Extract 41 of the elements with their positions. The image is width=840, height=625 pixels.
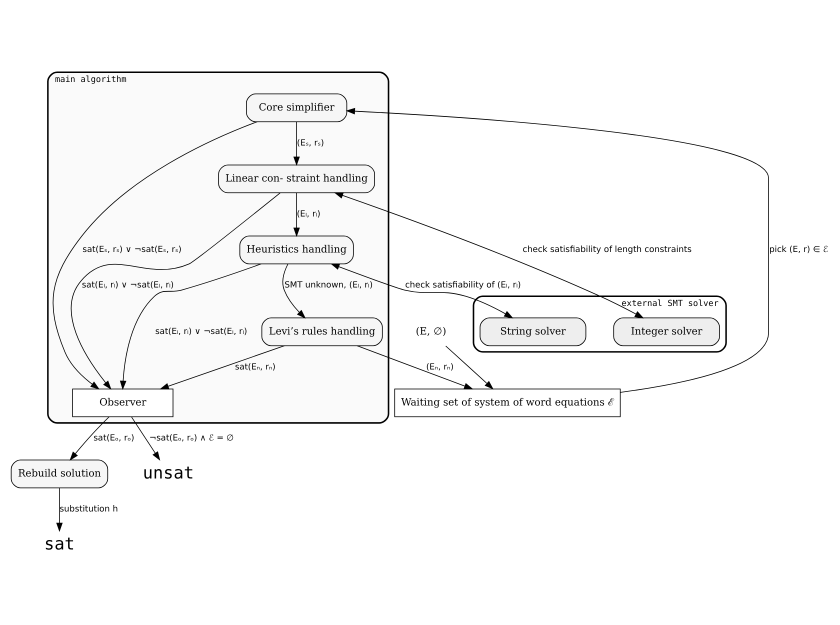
edge-label: sat(Eₗ, rₗ) ∨ ¬sat(Eₗ, rₗ): [82, 280, 174, 291]
edge-label: pick (E, r) ∈ ℰ: [769, 245, 828, 256]
arrow: [293, 122, 300, 166]
edge-label: ¬sat(Eₒ, rₒ) ∧ ℰ = ∅: [149, 434, 234, 444]
node-text: sat: [44, 534, 75, 554]
arrow: [56, 488, 63, 532]
arrow: [70, 192, 280, 390]
edge-label: sat(Eₛ, rₛ) ∨ ¬sat(Eₛ, rₛ): [82, 245, 182, 256]
arrow: [52, 121, 258, 390]
node-box: Heuristics handling: [239, 236, 354, 264]
arrow: [293, 192, 300, 237]
arrow: [330, 263, 514, 318]
arrow: [160, 345, 285, 390]
edge-label: sat(Eₒ, rₒ): [94, 434, 134, 444]
node-text: (E, ∅): [416, 326, 446, 338]
arrow: [120, 264, 262, 390]
node-box: Waiting set of system of word equations ℰ: [394, 388, 621, 418]
edge-label: sat(Eₗ, rₗ) ∨ ¬sat(Eₗ, rₗ): [155, 326, 248, 337]
edge-label: check satisfiability of (Eₗ, rₗ): [405, 280, 521, 291]
edge-label: (Eₙ, rₙ): [426, 362, 454, 373]
node-box: Integer solver: [613, 318, 720, 346]
node-box: String solver: [480, 318, 586, 346]
arrow: [334, 192, 644, 318]
edge-label: check satisfiability of length constraints: [522, 245, 692, 256]
node-text: unsat: [142, 463, 194, 484]
node-box: Rebuild solution: [10, 460, 108, 488]
node-box: Levi’s rules handling: [261, 318, 383, 346]
arrow: [131, 416, 160, 461]
arrow: [282, 264, 306, 319]
node-box: Observer: [72, 388, 174, 418]
node-box: Core simplifier: [246, 94, 348, 122]
arrow: [356, 345, 474, 390]
edge-label: SMT unknown, (Eₗ, rₗ): [284, 280, 373, 291]
arrow: [70, 416, 110, 461]
node-box: Linear con- straint handling: [218, 164, 375, 194]
edge-label: (Eₗ, rₗ): [296, 210, 320, 220]
arrow: [445, 346, 494, 390]
edge-label: (Eₛ, rₛ): [296, 138, 324, 148]
arrow: [346, 108, 769, 393]
edge-label: sat(Eₙ, rₙ): [234, 362, 276, 373]
edge-label: substitution h: [60, 504, 118, 515]
